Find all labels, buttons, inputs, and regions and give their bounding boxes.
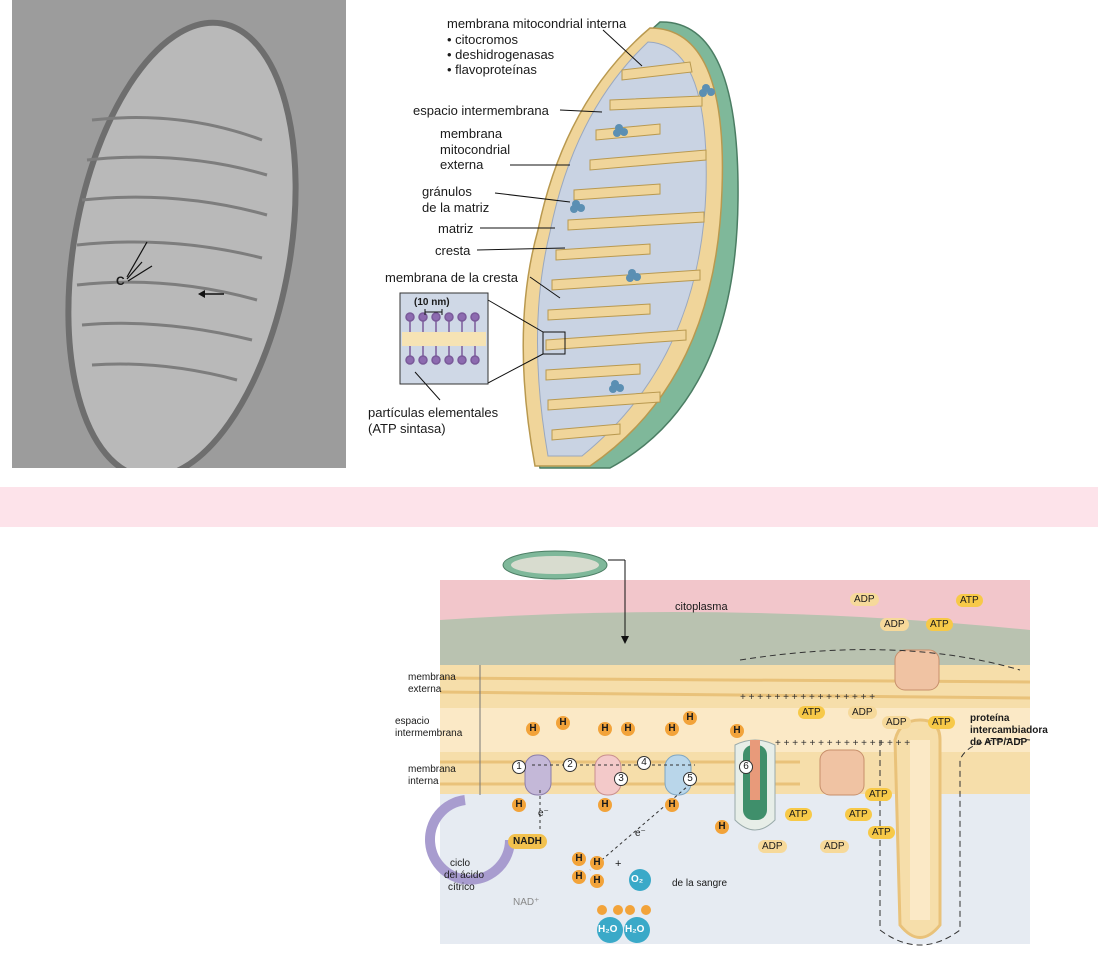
inner-membrane-item: • flavoproteínas [447,62,537,77]
intermembrane-space-label: espacio intermembrana [413,103,549,118]
adp-badge: ADP [850,593,879,606]
crest-label: cresta [435,243,471,258]
mitochondrion-illustration [399,21,739,469]
matrix-label: matriz [438,221,474,236]
matrix-granules-label-line: de la matriz [422,200,490,215]
atp-badge: ATP [926,618,953,631]
inner-membrane-label-line: membrana [408,764,456,775]
micrograph-image [12,0,346,468]
exchanger-label-line: de ATP/ADP [970,737,1028,748]
outer-membrane-label-line: membrana [408,672,456,683]
from-blood-label: de la sangre [672,878,728,889]
citric-cycle-label-line: cítrico [448,882,475,893]
proton: H [572,852,586,866]
crest-membrane-label: membrana de la cresta [385,270,518,285]
proton: H [665,722,679,736]
charge-plus-row: + + + + + + + + + + + + + + + + [740,692,876,703]
nad-label: NAD⁺ [513,897,540,908]
atp-badge: ATP [845,808,872,821]
electron-label: e⁻ [635,828,646,839]
complex-number: 4 [637,756,651,770]
inner-membrane-item: • citocromos [447,32,519,47]
adp-badge: ADP [848,706,877,719]
citric-cycle-label-line: ciclo [450,858,471,869]
outer-membrane-label-line: mitocondrial [440,142,511,157]
plus-sign: + [615,858,622,870]
elementary-particles-label-line: (ATP sintasa) [368,421,446,436]
atp-badge: ATP [785,808,812,821]
water-label: H₂O [598,924,618,935]
atp-badge: ATP [868,826,895,839]
exchanger-label-line: proteína [970,713,1010,724]
proton: H [598,798,612,812]
scale-label: (10 nm) [414,297,450,308]
proton: H [715,820,729,834]
complex-number: 2 [563,758,577,772]
proton: H [590,874,604,888]
adp-badge: ADP [882,716,911,729]
electron-micrograph: C [12,0,346,468]
atp-badge: ATP [956,594,983,607]
outer-membrane-label-line: membrana [440,126,503,141]
proton: H [512,798,526,812]
water-label: H₂O [625,924,645,935]
separator-band [0,487,1098,527]
intermembrane-space-label-line: espacio [395,716,430,727]
electron-transport-diagram: citoplasma membrana externa espacio inte… [380,540,1070,950]
inner-membrane-label-line: interna [408,776,439,787]
electron-label: e⁻ [538,808,549,819]
proton: H [730,724,744,738]
cytoplasm-label: citoplasma [675,601,728,613]
adp-badge: ADP [820,840,849,853]
inner-membrane-item: • deshidrogenasas [447,47,555,62]
adp-badge: ADP [880,618,909,631]
complex-number: 5 [683,772,697,786]
proton: H [526,722,540,736]
intermembrane-space-label-line: intermembrana [395,728,463,739]
proton: H [598,722,612,736]
atp-badge: ATP [928,716,955,729]
outer-membrane-label-line: externa [408,684,442,695]
atp-badge: ATP [798,706,825,719]
complex-number: 3 [614,772,628,786]
complex-number: 1 [512,760,526,774]
charge-plus-row: + + + + + + + + + + + + + + + + [775,738,911,749]
proton: H [683,711,697,725]
proton: H [572,870,586,884]
proton: H [621,722,635,736]
atp-badge: ATP [865,788,892,801]
crest-marker-label: C [116,274,125,288]
complex-number: 6 [739,760,753,774]
matrix-granules-label-line: gránulos [422,184,472,199]
proton: H [556,716,570,730]
oxygen-label: O₂ [631,874,644,885]
elementary-particles-label-line: partículas elementales [368,405,499,420]
exchanger-label-line: intercambiadora [970,725,1048,736]
nadh-badge: NADH [508,834,547,849]
proton: H [590,856,604,870]
adp-badge: ADP [758,840,787,853]
proton: H [665,798,679,812]
citric-cycle-label-line: del ácido [444,870,485,881]
inner-membrane-title: membrana mitocondrial interna [447,16,627,31]
outer-membrane-label-line: externa [440,157,484,172]
mitochondrion-diagram: membrana mitocondrial interna • citocrom… [360,0,760,470]
